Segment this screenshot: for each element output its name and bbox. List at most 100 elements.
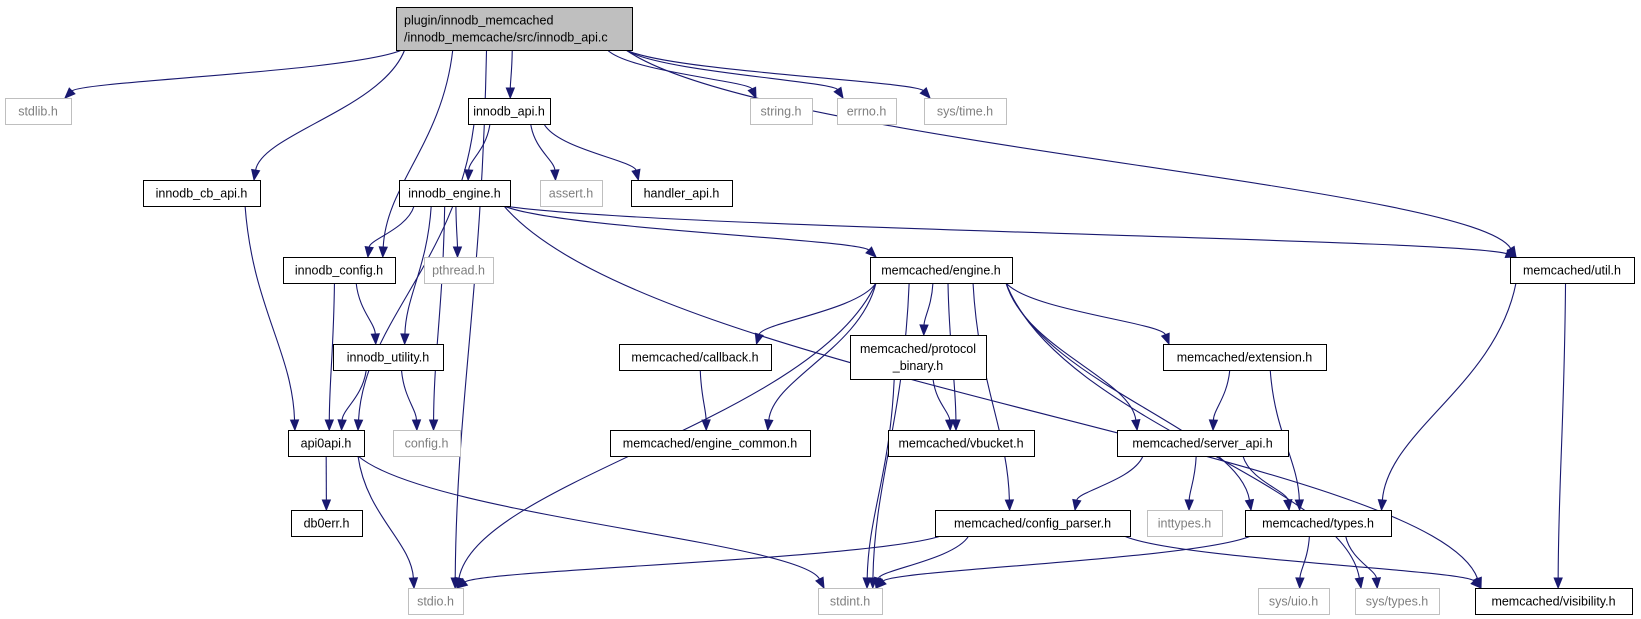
arrowhead-mc-engine-h-to-mc-config-parser-h — [1004, 499, 1015, 512]
arrowhead-innodb-cb-api-h-to-api0api-h — [289, 419, 300, 432]
node-sys-uio-h: sys/uio.h — [1258, 588, 1330, 615]
edge-mc-engine-h-to-mc-extension-h — [1005, 282, 1166, 336]
arrowhead-api0api-h-to-stdio-h — [408, 577, 419, 590]
arrowhead-innodb-engine-h-to-config-h — [428, 419, 439, 432]
arrowhead-mc-server-api-h-to-inttypes-h — [1184, 499, 1194, 512]
edge-innodb-api-h-to-api0api-h — [357, 123, 475, 421]
node-label: _binary.h — [892, 359, 944, 373]
node-box — [1258, 588, 1330, 615]
node-mc-util-h[interactable]: memcached/util.h — [1510, 257, 1635, 284]
arrowhead-mc-types-h-to-sys-types-h — [1371, 577, 1382, 590]
edge-innodb-api-h-to-assert-h — [530, 123, 556, 171]
node-label: innodb_utility.h — [347, 351, 430, 365]
node-stdio-h: stdio.h — [408, 588, 464, 615]
arrowhead-mc-util-h-to-mc-visibility-h — [1553, 577, 1563, 590]
node-mc-extension-h[interactable]: memcached/extension.h — [1163, 344, 1327, 371]
node-box — [143, 180, 261, 207]
node-box — [5, 98, 72, 125]
node-label: memcached/callback.h — [631, 351, 758, 365]
arrowhead-root-to-innodb-api-h — [505, 87, 516, 100]
node-innodb-config-h[interactable]: innodb_config.h — [283, 257, 396, 284]
node-box — [870, 257, 1013, 284]
node-label: plugin/innodb_memcached — [404, 14, 553, 28]
arrowhead-innodb-utility-h-to-api0api-h — [337, 419, 347, 432]
node-box — [1117, 430, 1289, 457]
arrowhead-root-to-stdlib-h — [64, 87, 76, 99]
arrowhead-mc-types-h-to-sys-uio-h — [1295, 577, 1305, 590]
node-stdint-h: stdint.h — [818, 588, 883, 615]
edge-mc-engine-h-to-mc-types-h — [1005, 282, 1251, 501]
node-mc-vbucket-h[interactable]: memcached/vbucket.h — [888, 430, 1035, 457]
edge-mc-extension-h-to-mc-server-api-h — [1212, 369, 1231, 421]
edge-mc-types-h-to-sys-types-h — [1345, 535, 1377, 579]
node-inttypes-h: inttypes.h — [1147, 510, 1223, 537]
node-mc-engine-common-h[interactable]: memcached/engine_common.h — [610, 430, 811, 457]
edge-mc-protocol-binary-h-to-stdint-h — [866, 378, 895, 579]
arrowhead-mc-engine-h-to-sys-types-h — [1354, 576, 1364, 590]
node-label: innodb_cb_api.h — [156, 187, 248, 201]
node-label: memcached/util.h — [1523, 264, 1621, 278]
node-sys-time-h: sys/time.h — [924, 98, 1007, 125]
node-mc-server-api-h[interactable]: memcached/server_api.h — [1117, 430, 1289, 457]
arrowhead-innodb-engine-h-to-innodb-utility-h — [400, 333, 410, 346]
node-mc-types-h[interactable]: memcached/types.h — [1245, 510, 1392, 537]
node-label: db0err.h — [304, 517, 350, 531]
node-api0api-h[interactable]: api0api.h — [288, 430, 365, 457]
arrowhead-mc-util-h-to-mc-types-h — [1377, 499, 1388, 512]
node-innodb-cb-api-h[interactable]: innodb_cb_api.h — [143, 180, 261, 207]
node-box — [291, 510, 363, 537]
edge-innodb-engine-h-to-pthread-h — [455, 205, 459, 248]
edge-innodb-engine-h-to-config-h — [433, 205, 446, 421]
node-mc-protocol-binary-h[interactable]: memcached/protocol_binary.h — [850, 335, 987, 380]
node-db0err-h[interactable]: db0err.h — [291, 510, 363, 537]
edge-mc-util-h-to-mc-visibility-h — [1557, 282, 1567, 579]
arrowhead-mc-engine-h-to-mc-engine-common-h — [764, 419, 774, 432]
node-box — [1355, 588, 1440, 615]
node-mc-callback-h[interactable]: memcached/callback.h — [619, 344, 772, 371]
node-innodb-api-h[interactable]: innodb_api.h — [468, 98, 551, 125]
node-label: memcached/types.h — [1262, 517, 1374, 531]
node-box — [850, 335, 987, 380]
arrowhead-mc-engine-h-to-mc-protocol-binary-h — [919, 324, 929, 337]
edge-api0api-h-to-stdint-h — [357, 455, 820, 580]
arrowhead-mc-extension-h-to-mc-types-h — [1294, 499, 1305, 512]
node-box — [1147, 510, 1223, 537]
node-label: memcached/extension.h — [1177, 351, 1313, 365]
edge-mc-config-parser-h-to-stdint-h — [877, 535, 970, 579]
node-mc-engine-h[interactable]: memcached/engine.h — [870, 257, 1013, 284]
node-box — [837, 98, 897, 125]
edge-root-to-stdlib-h — [71, 49, 403, 92]
node-label: inttypes.h — [1158, 517, 1212, 531]
arrowhead-mc-engine-h-to-mc-callback-h — [754, 332, 764, 346]
node-root[interactable]: plugin/innodb_memcached/innodb_memcache/… — [396, 7, 633, 51]
edge-mc-server-api-h-to-mc-config-parser-h — [1076, 455, 1144, 501]
arrowhead-mc-server-api-h-to-mc-config-parser-h — [1072, 498, 1082, 512]
node-mc-visibility-h[interactable]: memcached/visibility.h — [1475, 588, 1633, 615]
edge-innodb-utility-h-to-config-h — [400, 369, 418, 421]
edge-innodb-api-h-to-handler-api-h — [543, 123, 637, 171]
node-mc-config-parser-h[interactable]: memcached/config_parser.h — [935, 510, 1131, 537]
arrowhead-mc-types-h-to-stdint-h — [875, 577, 887, 589]
arrowhead-innodb-config-h-to-api0api-h — [324, 419, 335, 432]
node-label: api0api.h — [301, 437, 352, 451]
node-handler-api-h[interactable]: handler_api.h — [631, 180, 733, 207]
node-innodb-engine-h[interactable]: innodb_engine.h — [399, 180, 511, 207]
edge-mc-engine-h-to-mc-config-parser-h — [972, 282, 1010, 501]
node-box — [1245, 510, 1392, 537]
node-box — [924, 98, 1007, 125]
node-label: memcached/engine_common.h — [623, 437, 797, 451]
edge-innodb-config-h-to-innodb-utility-h — [355, 282, 376, 335]
edge-mc-util-h-to-mc-types-h — [1381, 282, 1517, 501]
node-label: /innodb_memcache/src/innodb_api.c — [404, 31, 608, 45]
node-box — [408, 588, 464, 615]
edge-api0api-h-to-stdio-h — [357, 455, 414, 579]
node-innodb-utility-h[interactable]: innodb_utility.h — [333, 344, 444, 371]
node-box — [468, 98, 551, 125]
arrowhead-root-to-string-h — [747, 86, 757, 100]
node-label: innodb_api.h — [473, 105, 545, 119]
arrowhead-mc-engine-h-to-mc-server-api-h — [1131, 418, 1141, 432]
arrowhead-root-to-innodb-config-h — [378, 246, 388, 259]
node-label: memcached/config_parser.h — [954, 517, 1111, 531]
arrowhead-mc-extension-h-to-mc-server-api-h — [1208, 419, 1219, 432]
node-label: memcached/engine.h — [881, 264, 1001, 278]
